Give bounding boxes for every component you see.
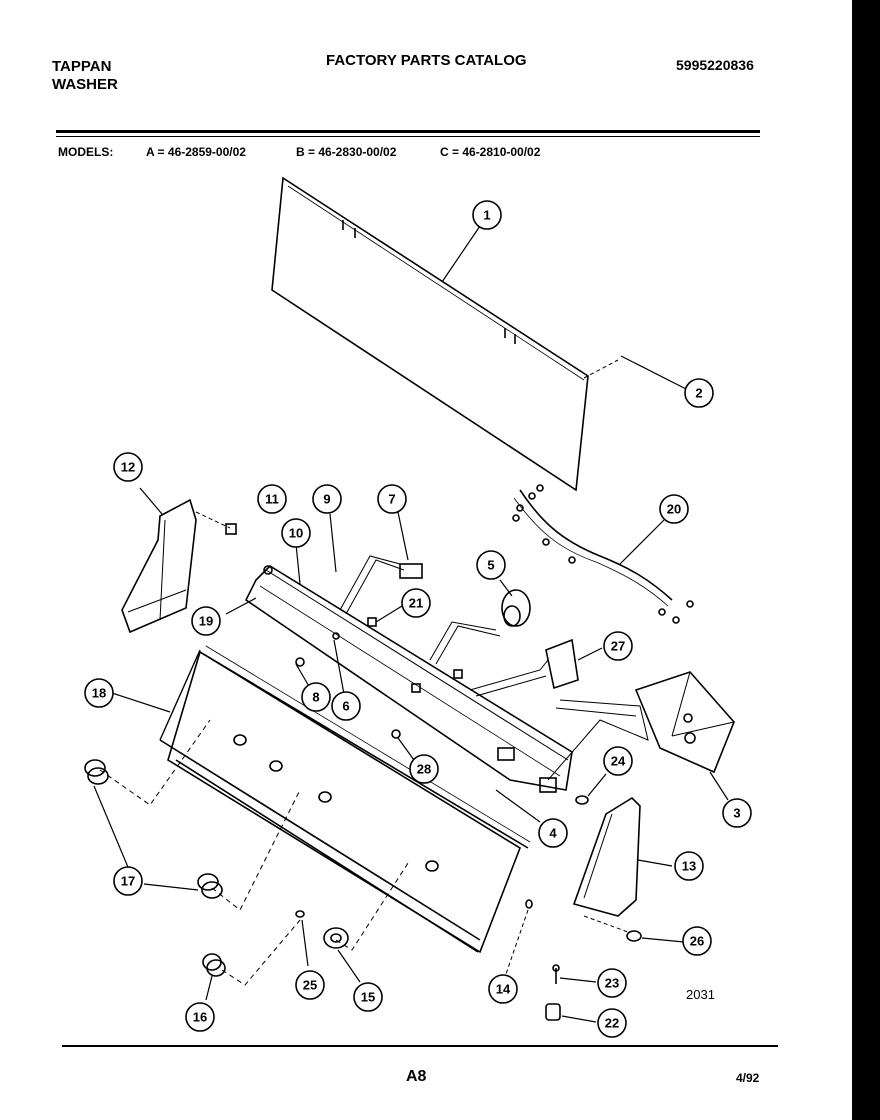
model-a: A = 46-2859-00/02	[146, 145, 246, 159]
callout-21: 21	[409, 596, 423, 611]
model-b: B = 46-2830-00/02	[296, 145, 397, 159]
header-rule-thin	[56, 136, 760, 137]
callout-6: 6	[342, 699, 349, 714]
left-end-bracket-part	[121, 498, 197, 634]
callout-16: 16	[193, 1010, 207, 1025]
callout-12: 12	[121, 460, 135, 475]
callout-26: 26	[690, 934, 704, 949]
callout-20: 20	[667, 502, 681, 517]
footer-rule	[62, 1045, 778, 1047]
brand-name: TAPPAN	[52, 58, 112, 75]
callout-5: 5	[487, 558, 494, 573]
callout-15: 15	[361, 990, 375, 1005]
right-end-bracket-part	[572, 796, 641, 917]
callout-24: 24	[611, 754, 626, 769]
callout-17: 17	[121, 874, 135, 889]
callout-9: 9	[323, 492, 330, 507]
callout-23: 23	[605, 976, 619, 991]
back-panel-part	[271, 176, 589, 492]
timer-part	[634, 671, 735, 774]
model-c: C = 46-2810-00/02	[440, 145, 541, 159]
wire-harness-part	[519, 489, 673, 601]
callout-2: 2	[695, 386, 702, 401]
callout-25: 25	[303, 978, 317, 993]
callout-19: 19	[199, 614, 213, 629]
callout-22: 22	[605, 1016, 619, 1031]
front-console-part	[167, 650, 521, 954]
callout-8: 8	[312, 690, 319, 705]
diagram-code: 2031	[686, 987, 715, 1002]
catalog-title: FACTORY PARTS CATALOG	[326, 52, 527, 69]
callout-18: 18	[92, 686, 106, 701]
header-rule-thick	[56, 130, 760, 133]
models-label: MODELS:	[58, 145, 114, 159]
callout-10: 10	[289, 526, 303, 541]
callout-3: 3	[733, 806, 740, 821]
callout-27: 27	[611, 639, 625, 654]
brand-block: TAPPAN WASHER	[52, 58, 118, 94]
callout-1: 1	[483, 208, 490, 223]
callout-4: 4	[549, 826, 557, 841]
callout-13: 13	[682, 859, 696, 874]
callout-11: 11	[265, 492, 279, 507]
revision-date: 4/92	[736, 1071, 760, 1085]
page-edge	[852, 0, 880, 1120]
page-number: A8	[406, 1068, 427, 1085]
callout-28: 28	[417, 762, 431, 777]
catalog-number: 5995220836	[676, 57, 754, 73]
callout-7: 7	[388, 492, 395, 507]
callout-14: 14	[496, 982, 511, 997]
product-type: WASHER	[52, 76, 118, 93]
